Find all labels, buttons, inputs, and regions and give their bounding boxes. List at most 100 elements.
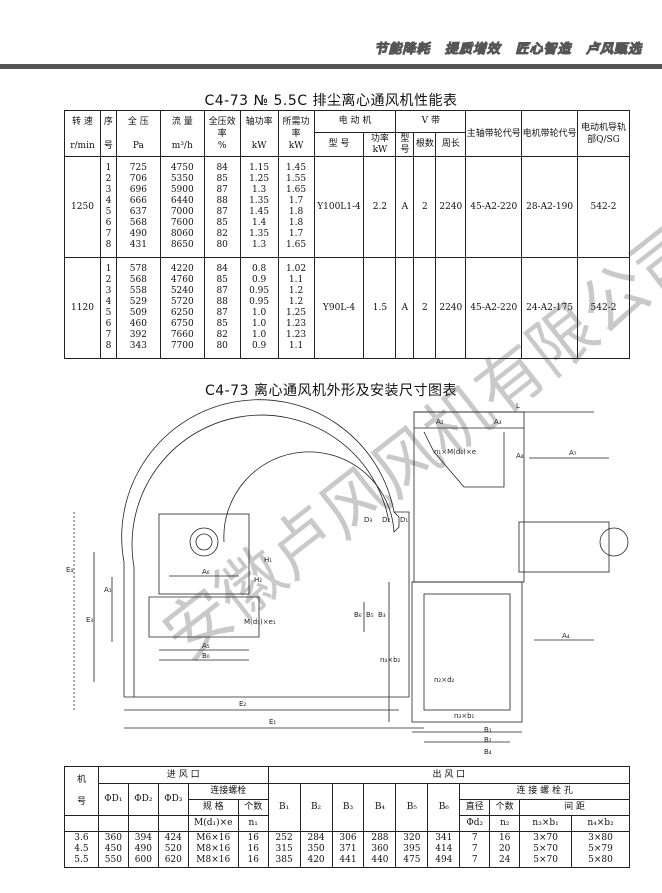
label-e2: E₂ <box>239 700 246 708</box>
volute-inner <box>131 414 390 697</box>
h-spec-sym: M(d₁)×e <box>187 815 239 832</box>
h-spindle: 主轴带轮代号 <box>465 110 523 157</box>
h-b5: B₅ <box>395 783 429 832</box>
cell-p1: 3×70 5×70 5×70 <box>519 831 573 868</box>
label-d2: D₂ <box>382 516 390 524</box>
outlet-inner <box>423 593 511 711</box>
cell-motor-model: Y100L1-4 <box>313 156 365 258</box>
volute-base <box>124 511 410 698</box>
cell-speed: 1250 <box>64 156 101 258</box>
label-a3: A₃ <box>494 418 502 426</box>
outlet-flange <box>411 581 523 723</box>
side-casing <box>413 411 525 583</box>
slogan-1: 节能降耗 <box>374 42 431 58</box>
label-e3: E₃ <box>86 616 93 624</box>
cell-motor-pulley: 24-A2-175 <box>521 257 579 359</box>
cell-spec: M6×16 M8×16 M8×16 <box>187 831 239 868</box>
label-a7: A₇ <box>569 449 577 457</box>
cell-req: 1.02 1.1 1.2 1.2 1.25 1.23 1.23 1.1 <box>277 257 315 359</box>
cell-b2: 284 350 420 <box>299 831 333 868</box>
label-h2: H₂ <box>254 576 262 584</box>
cell-pressure: 578 568 558 529 509 460 392 343 <box>115 257 161 359</box>
h-blank <box>157 815 189 832</box>
h-b6: B₆ <box>427 783 461 832</box>
h-cnt: 个数 <box>489 799 521 816</box>
slogan-3: 匠心智造 <box>515 42 572 58</box>
cell-seq: 1 2 3 4 5 6 7 8 <box>99 156 117 258</box>
h-cnt-sym: n₂ <box>489 815 521 832</box>
cell-shaft: 0.8 0.9 0.95 0.95 1.0 1.0 1.0 0.9 <box>239 257 279 359</box>
h-b3: B₃ <box>331 783 365 832</box>
volute-outline <box>121 399 400 697</box>
h-p2-sym: n₄×b₂ <box>571 815 630 832</box>
h-blank <box>127 815 159 832</box>
h-dia: 直径 <box>459 799 491 816</box>
header-bar <box>0 64 662 69</box>
label-d1: D₁ <box>400 516 408 524</box>
h-belt-count: 根数 <box>413 132 437 157</box>
hub-inner <box>195 533 213 551</box>
label-e4: E₄ <box>66 566 73 574</box>
label-n1: n₁×M(d₁)×e <box>434 448 476 456</box>
h-guide: 电动机导轨部Q/SG <box>577 110 630 157</box>
label-a2: A₂ <box>436 418 444 426</box>
h-count: 个数 <box>237 799 269 816</box>
fan-drawing: E₄ E₃ A₁ E₂ E₁ A₅ B₀ A₆ H₁ H₂ M(d₅)×e₁ L… <box>66 399 629 756</box>
cell-motor-pulley: 28-A2-190 <box>521 156 579 258</box>
cell-motor-model: Y90L-4 <box>313 257 365 359</box>
cell-b4: 288 360 440 <box>363 831 397 868</box>
pulley <box>599 527 629 557</box>
cell-b5: 320 395 475 <box>395 831 429 868</box>
label-a4: A₄ <box>562 632 570 640</box>
header-slogans: 节能降耗 提质增效 匠心智造 卢风甄选 <box>365 38 642 58</box>
h-vbelt: V 带 <box>395 110 467 133</box>
cell-spindle: 45-A2-220 <box>465 257 523 359</box>
performance-title: C4-73 № 5.5C 排尘离心通风机性能表 <box>204 93 458 109</box>
label-a6: A₆ <box>202 568 210 576</box>
cell-eff: 84 85 87 88 87 85 82 80 <box>203 156 241 258</box>
label-l: L <box>516 402 520 410</box>
h-dia-sym: Φd₂ <box>459 815 491 832</box>
front-base <box>148 596 260 638</box>
bearing-housing <box>158 513 250 595</box>
cell-cnt: 16 20 24 <box>489 831 521 868</box>
cell-spindle: 45-A2-220 <box>465 156 523 258</box>
label-ds: M(d₅)×e₁ <box>244 618 276 626</box>
cell-p2: 3×80 5×79 5×80 <box>571 831 630 868</box>
cell-guide: 542-2 <box>577 156 630 258</box>
h-p1-sym: n₃×b₁ <box>519 815 573 832</box>
h-blank <box>64 815 99 832</box>
cell-belt-count: 2 <box>413 156 437 258</box>
label-b6: B₆ <box>354 611 362 619</box>
label-b2: B₂ <box>484 736 492 744</box>
slogan-4: 卢风甄选 <box>585 42 642 58</box>
cell-guide: 542-2 <box>577 257 630 359</box>
cell-d2: 394 490 600 <box>127 831 159 868</box>
inlet-cone <box>423 431 505 488</box>
slogan-2: 提质增效 <box>444 42 501 58</box>
perf-row-1120: 1120 1 2 3 4 5 6 7 8 578 568 558 529 509… <box>64 257 630 359</box>
h-seq: 序号 <box>99 110 117 157</box>
cell-b1: 252 315 385 <box>267 831 301 868</box>
h-bolt: 连接螺栓 <box>187 783 269 800</box>
h-b4: B₄ <box>363 783 397 832</box>
perf-row-1250: 1250 1 2 3 4 5 6 7 8 725 706 696 666 637… <box>64 156 630 258</box>
cell-belt-type: A <box>395 257 415 359</box>
h-belt-type: 型号 <box>395 132 415 157</box>
h-motor-model: 型 号 <box>313 132 365 157</box>
cell-count: 16 16 16 <box>237 831 269 868</box>
label-n4: n₄×b₂ <box>380 656 401 664</box>
cell-belt-len: 2240 <box>435 156 467 258</box>
cell-speed: 1120 <box>64 257 101 359</box>
cell-d1: 360 450 550 <box>97 831 129 868</box>
cell-pressure: 725 706 696 666 637 568 490 431 <box>115 156 161 258</box>
cell-motor-power: 1.5 <box>363 257 397 359</box>
drawing-title: C4-73 离心通风机外形及安装尺寸图表 <box>205 383 457 399</box>
h-inlet: 进 风 口 <box>97 766 269 784</box>
